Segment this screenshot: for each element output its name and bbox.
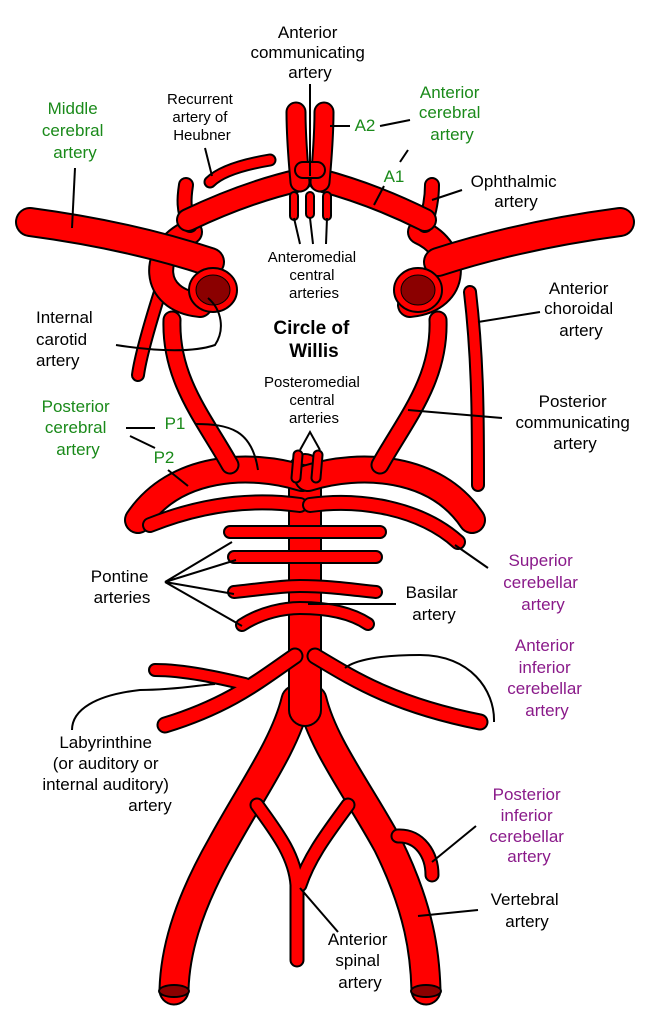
superior-cerebellar-artery-right <box>302 494 466 550</box>
label-labyrinthine-artery: Labyrinthine (or auditory or internal au… <box>42 733 173 815</box>
leader-ophthalmic <box>431 189 463 201</box>
label-p1: P1 <box>165 414 186 433</box>
label-posterior-inferior-cerebellar-artery: Posterior inferior cerebellar artery <box>489 785 568 866</box>
leader-labyrinthine <box>71 683 216 731</box>
leader-lines <box>71 84 541 933</box>
leader-pca <box>126 427 156 449</box>
label-posteromedial-central-arteries: Posteromedial central arteries <box>264 374 364 427</box>
posterior-inferior-cerebellar-artery <box>390 828 440 883</box>
leader-pica <box>431 825 477 863</box>
leader-vertebral <box>417 909 479 917</box>
leader-posteromedial <box>299 429 321 451</box>
recurrent-artery-of-heubner <box>203 153 277 189</box>
middle-cerebral-artery-left <box>15 207 225 277</box>
vertebral-cut-end-right <box>410 984 442 998</box>
anterior-choroidal-artery-left <box>131 285 167 382</box>
label-p2: P2 <box>154 448 175 467</box>
anterior-cerebral-artery-a1-left <box>176 168 312 232</box>
leader-anterior-spinal <box>299 887 339 933</box>
leader-p2 <box>167 469 189 487</box>
label-anterior-choroidal-artery: Anterior choroidal artery <box>544 279 618 340</box>
leader-a1 <box>373 185 385 206</box>
posterior-communicating-artery-right <box>370 310 448 475</box>
anterior-inferior-cerebellar-artery-right <box>306 647 489 731</box>
label-anterior-spinal-artery: Anterior spinal artery <box>328 930 392 992</box>
internal-carotid-cut-end-left <box>188 267 238 313</box>
posteromedial-central-arteries <box>290 449 324 484</box>
middle-cerebral-artery-right <box>423 207 635 277</box>
label-vertebral-artery: Vertebral artery <box>491 890 564 931</box>
anterior-inferior-cerebellar-artery-left <box>148 647 304 734</box>
label-anteromedial-central-arteries: Anteromedial central arteries <box>268 249 361 302</box>
leader-mca <box>71 167 76 229</box>
vertebral-artery-left <box>158 684 312 1006</box>
label-anterior-cerebral-artery: Anterior cerebral artery <box>419 83 485 144</box>
label-a1: A1 <box>384 167 405 186</box>
label-posterior-communicating-artery: Posterior communicating artery <box>515 392 634 453</box>
leader-p1 <box>194 423 259 471</box>
label-posterior-cerebral-artery: Posterior cerebral artery <box>42 397 115 459</box>
anteromedial-central-arteries <box>289 191 332 221</box>
label-basilar-artery: Basilar artery <box>406 583 463 624</box>
superior-cerebellar-artery-left <box>142 494 308 533</box>
label-internal-carotid-artery: Internal carotid artery <box>36 308 97 370</box>
posterior-cerebral-artery-right <box>294 455 486 534</box>
leader-heubner <box>204 147 213 177</box>
artery-network <box>15 101 635 1006</box>
anterior-cerebral-artery-a1-right <box>308 168 437 232</box>
label-pontine-arteries: Pontine arteries <box>91 567 153 607</box>
vertebral-cut-end-left <box>158 984 190 998</box>
anterior-spinal-artery <box>249 797 356 968</box>
posterior-cerebral-artery-left <box>124 455 316 534</box>
leader-aca-a1 <box>399 149 409 163</box>
leader-anteromedial <box>293 217 328 245</box>
leader-aca <box>379 119 411 127</box>
diagram-title: Circle of Willis <box>273 318 354 362</box>
label-ophthalmic-artery: Ophthalmic artery <box>471 172 562 211</box>
label-anterior-communicating-artery: Anterior communicating artery <box>250 23 369 82</box>
label-recurrent-artery-of-heubner: Recurrent artery of Heubner <box>167 91 237 144</box>
leader-sca <box>454 544 489 569</box>
label-middle-cerebral-artery: Middle cerebral artery <box>42 99 108 162</box>
vertebral-artery-right <box>296 684 442 1006</box>
anterior-choroidal-artery-right <box>463 285 485 492</box>
label-a2: A2 <box>355 116 376 135</box>
pontine-arteries <box>223 525 387 632</box>
leader-aica <box>344 653 496 723</box>
label-superior-cerebellar-artery: Superior cerebellar artery <box>503 551 582 614</box>
leader-pontine <box>164 541 243 627</box>
leader-pcom <box>407 409 503 419</box>
posterior-communicating-artery-left <box>162 310 240 475</box>
internal-carotid-cut-end-right <box>393 267 443 313</box>
leader-ica <box>115 297 222 352</box>
leader-achoroidal <box>477 311 541 323</box>
label-anterior-inferior-cerebellar-artery: Anterior inferior cerebellar artery <box>507 636 586 720</box>
labels: Circle of Willis Anterior communicating … <box>36 23 634 992</box>
